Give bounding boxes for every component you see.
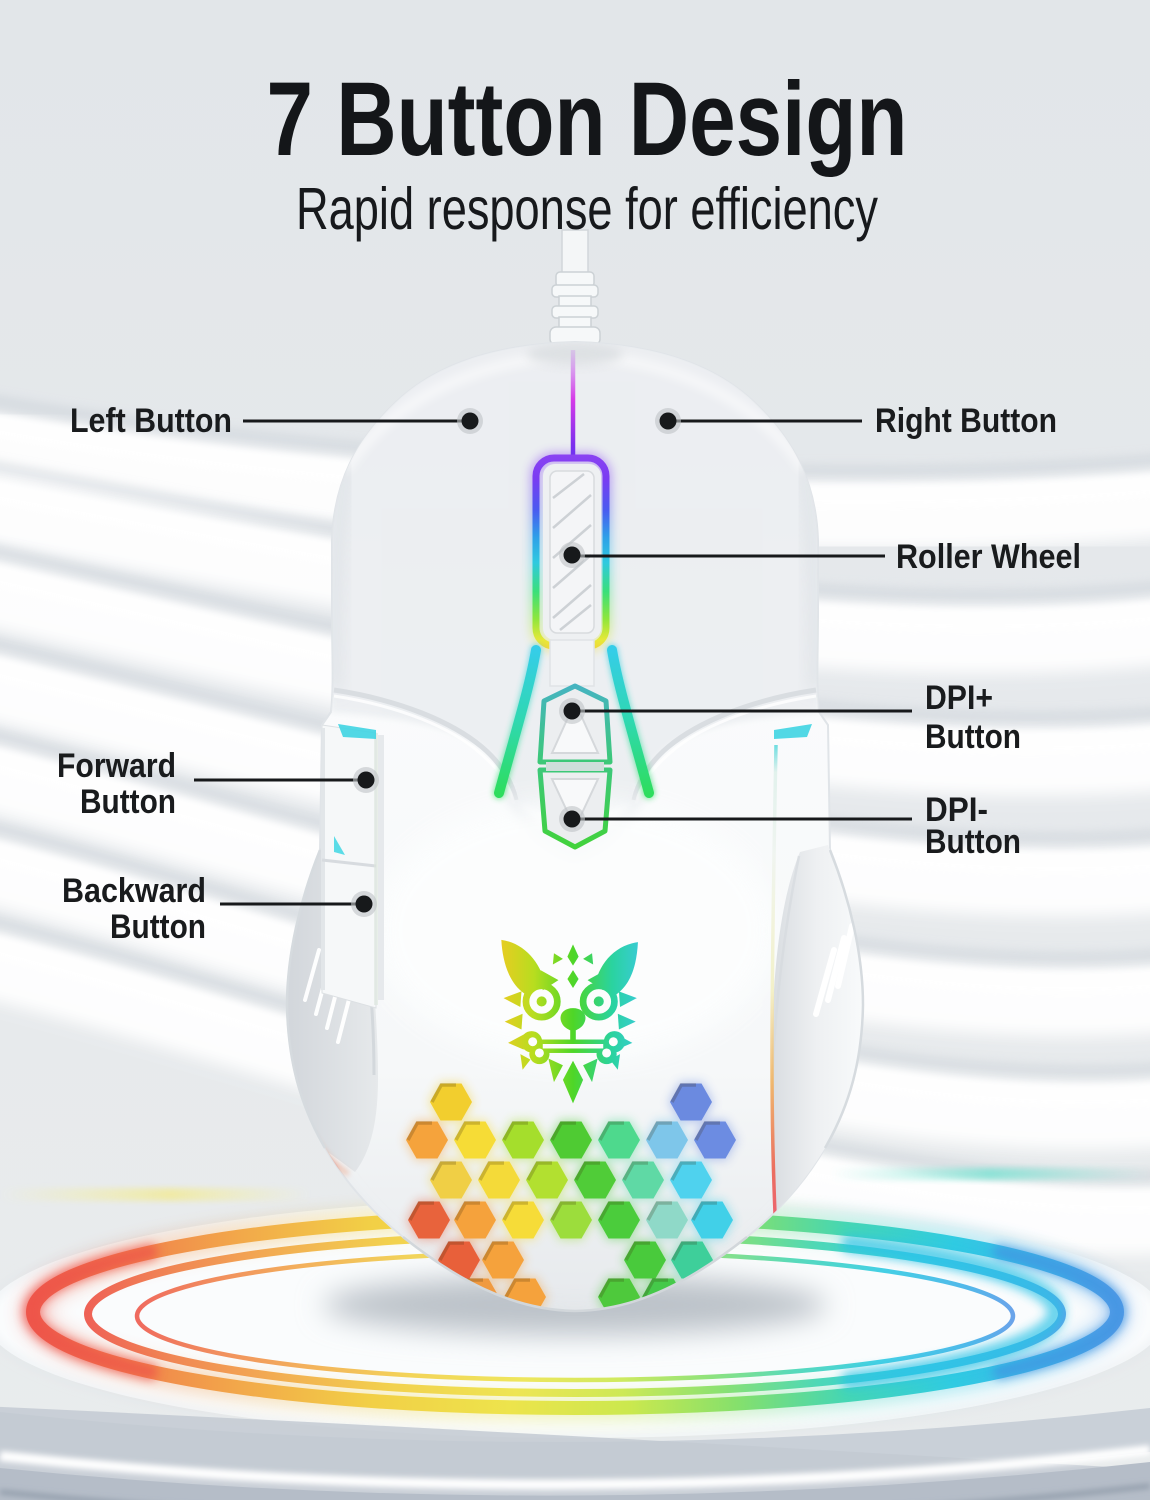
svg-text:Right Button: Right Button <box>875 402 1057 440</box>
svg-text:Backward: Backward <box>62 872 206 910</box>
svg-text:7 Button Design: 7 Button Design <box>267 61 908 178</box>
svg-text:Button: Button <box>110 908 206 946</box>
svg-text:Roller Wheel: Roller Wheel <box>896 538 1081 576</box>
svg-text:Button: Button <box>925 718 1021 756</box>
svg-text:DPI+: DPI+ <box>925 679 993 717</box>
svg-text:Button: Button <box>80 783 176 821</box>
svg-text:Button: Button <box>925 823 1021 861</box>
svg-text:Forward: Forward <box>57 747 176 785</box>
svg-text:DPI-: DPI- <box>925 791 988 829</box>
svg-text:Left Button: Left Button <box>70 402 232 440</box>
svg-text:Rapid response for efficiency: Rapid response for efficiency <box>296 176 878 242</box>
